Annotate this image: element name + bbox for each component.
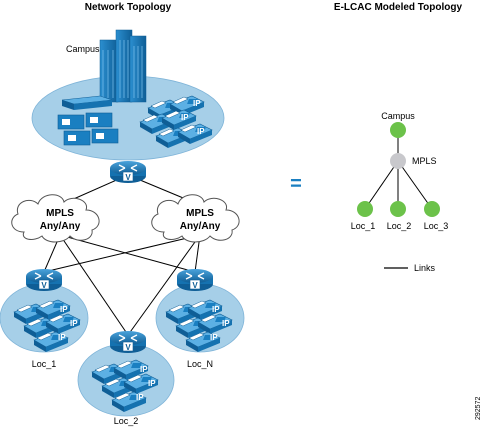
model-node-mpls — [390, 153, 406, 169]
campus-phones: IP IP IP — [139, 95, 213, 149]
model-loc3-label: Loc_3 — [424, 221, 449, 231]
network-topology-title: Network Topology — [85, 2, 172, 13]
model-link-mpls-loc3 — [397, 160, 433, 210]
model-campus-label: Campus — [381, 111, 415, 121]
cloud-right-line1: MPLS — [186, 208, 214, 219]
link-cloudright-loc2 — [127, 234, 201, 336]
loc1-site: IP IP IP V Loc_1 — [0, 268, 89, 369]
cloud-left-line1: MPLS — [46, 208, 74, 219]
ip-label: IP — [60, 305, 68, 314]
mpls-cloud-right: MPLS Any/Any — [151, 194, 240, 243]
ip-label: IP — [140, 365, 148, 374]
campus-label: Campus — [66, 44, 100, 54]
cloud-left-line2: Any/Any — [40, 221, 81, 232]
campus-site: Campus IP IP IP — [31, 29, 225, 184]
model-link-mpls-loc1 — [364, 160, 399, 210]
ip-label: IP — [193, 99, 201, 108]
elcac-model: Campus MPLS Loc_1 Loc_2 Loc_3 Links — [351, 111, 449, 273]
mpls-cloud-left: MPLS Any/Any — [11, 194, 100, 243]
loc2-label: Loc_2 — [114, 416, 139, 426]
router-v-label: V — [125, 173, 131, 182]
ip-label: IP — [210, 333, 218, 342]
ip-label: IP — [58, 333, 66, 342]
locn-label: Loc_N — [187, 359, 213, 369]
link-cloudleft-locn — [59, 234, 196, 273]
legend-links-label: Links — [414, 263, 436, 273]
locn-site: IP IP IP V Loc_N — [155, 268, 245, 369]
model-loc1-label: Loc_1 — [351, 221, 376, 231]
server-stack-icon — [57, 95, 119, 146]
elcac-title: E-LCAC Modeled Topology — [334, 2, 463, 13]
router-v-label: V — [192, 281, 198, 290]
loc1-label: Loc_1 — [32, 359, 57, 369]
model-mpls-label: MPLS — [412, 156, 437, 166]
building-icon — [99, 29, 147, 103]
cloud-right-line2: Any/Any — [180, 221, 221, 232]
router-v-label: V — [41, 281, 47, 290]
ip-label: IP — [136, 393, 144, 402]
ip-label: IP — [70, 319, 78, 328]
campus-router-icon: V — [109, 160, 147, 184]
ip-label: IP — [148, 379, 156, 388]
model-node-loc2 — [390, 201, 406, 217]
ip-label: IP — [222, 319, 230, 328]
model-legend: Links — [384, 263, 436, 273]
figure-id: 292572 — [475, 397, 482, 420]
model-node-loc3 — [424, 201, 440, 217]
link-cloudright-loc1 — [43, 234, 201, 273]
ip-label: IP — [197, 127, 205, 136]
link-cloudleft-loc2 — [59, 234, 129, 336]
model-loc2-label: Loc_2 — [387, 221, 412, 231]
router-v-label: V — [125, 343, 131, 352]
loc2-site: IP IP IP V Loc_2 — [77, 330, 175, 426]
ip-label: IP — [181, 113, 189, 122]
model-node-campus — [390, 122, 406, 138]
equals-sign: = — [290, 173, 302, 195]
model-node-loc1 — [357, 201, 373, 217]
ip-label: IP — [212, 305, 220, 314]
